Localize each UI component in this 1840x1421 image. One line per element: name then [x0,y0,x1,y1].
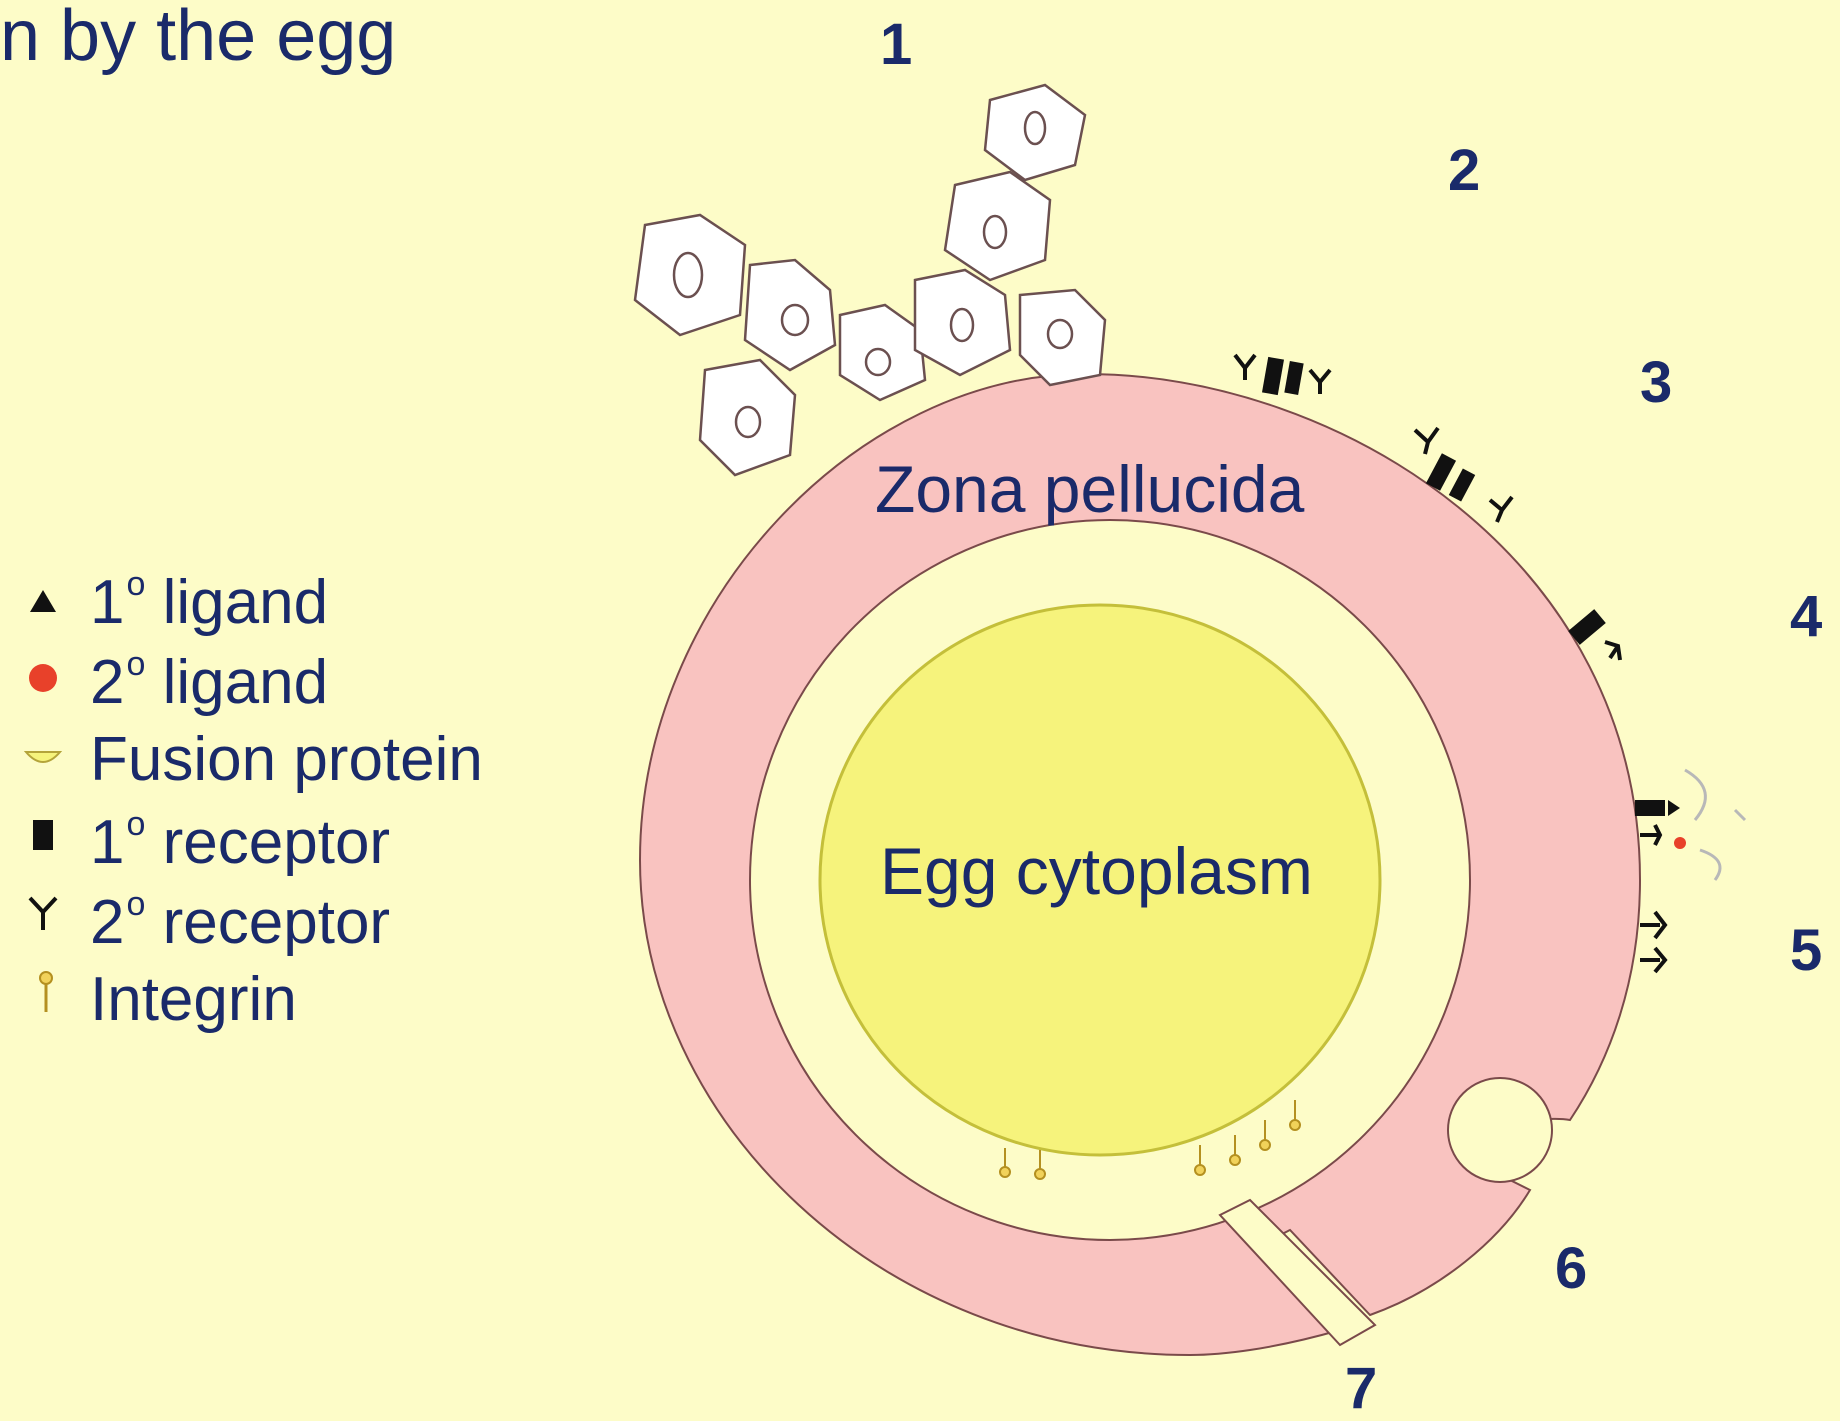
step-label-2: 2 [1448,142,1480,200]
legend-item-primary-receptor: 1o receptor [20,800,483,880]
legend: 1o ligand 2o ligand Fusion protein 1o re… [20,560,483,1040]
legend-item-secondary-ligand: 2o ligand [20,640,483,720]
legend-item-fusion-protein: Fusion protein [20,720,483,800]
cumulus-cell [840,305,925,400]
step-label-6: 6 [1555,1240,1587,1298]
cumulus-cell [1020,290,1105,385]
step-label-4: 4 [1790,588,1822,646]
cumulus-cell [945,172,1050,280]
receptor-cluster-5a [1635,770,1745,880]
cumulus-cell [915,270,1010,375]
cumulus-cell [700,360,795,475]
receptor-cluster-2 [1235,355,1330,395]
slide-title-fragment: n by the egg [0,0,396,72]
step-label-3: 3 [1640,354,1672,412]
legend-item-integrin: Integrin [20,960,483,1040]
legend-item-secondary-receptor: 2o receptor [20,880,483,960]
cumulus-cell [635,215,745,335]
cumulus-cell [985,85,1085,180]
step-label-1: 1 [880,16,912,74]
zona-notch [1448,1078,1552,1182]
receptor-cluster-5b [1640,912,1665,972]
legend-item-primary-ligand: 1o ligand [20,560,483,640]
zona-pellucida-label: Zona pellucida [875,456,1304,522]
egg-cytoplasm-label: Egg cytoplasm [880,838,1313,904]
cumulus-cell [745,260,835,370]
step-label-7: 7 [1345,1360,1377,1418]
step-label-5: 5 [1790,922,1822,980]
